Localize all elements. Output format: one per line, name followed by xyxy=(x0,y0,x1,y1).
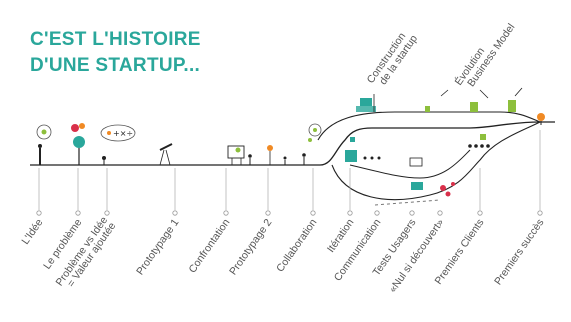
upper-branch xyxy=(317,111,541,141)
timeline-ticks xyxy=(36,130,543,216)
top-annotation: ÉvolutionBusiness Model xyxy=(452,15,518,94)
dashed-path xyxy=(374,199,441,206)
iteration-icon xyxy=(308,123,381,162)
title-line-2: D'UNE STARTUP... xyxy=(30,55,201,76)
timeline-tick-dot xyxy=(409,210,415,216)
timeline-label-line: Collaboration xyxy=(274,217,319,275)
value-bubble-icon: +×÷ xyxy=(100,124,136,165)
timeline-tick-dot xyxy=(537,210,543,216)
svg-text:+×÷: +×÷ xyxy=(113,129,133,138)
timeline-tick-dot xyxy=(172,210,178,216)
problem-icon xyxy=(71,123,85,165)
timeline-tick-dot xyxy=(36,210,42,216)
prototype-2-icon xyxy=(267,145,287,165)
timeline-label: Confrontation xyxy=(186,217,232,276)
startup-building-icon xyxy=(356,94,376,112)
timeline-label: Premiers succès xyxy=(492,217,546,287)
timeline-tick-dot xyxy=(265,210,271,216)
tests-icon xyxy=(409,157,455,197)
timeline-label-line: Prototypage 2 xyxy=(227,217,274,278)
title-line-1: C'EST L'HISTOIRE xyxy=(30,29,201,50)
business-model-icon xyxy=(425,87,523,112)
idea-icon xyxy=(36,124,52,165)
timeline-label: L'Idée xyxy=(19,217,45,247)
confrontation-board-icon xyxy=(227,145,252,165)
middle-branch xyxy=(349,149,471,179)
timeline-tick-dot xyxy=(223,210,229,216)
main-timeline xyxy=(30,121,555,166)
timeline-label: Problème vs Idée= Valeur ajoutée xyxy=(53,214,118,294)
timeline-tick-dot xyxy=(477,210,483,216)
timeline-tick-dot xyxy=(347,210,353,216)
timeline-label: Collaboration xyxy=(274,217,319,275)
top-annotation: Constructionde la startup xyxy=(365,26,421,92)
timeline-label-line: L'Idée xyxy=(19,217,45,247)
lower-branch xyxy=(331,121,541,201)
timeline-label-line: Prototypage 1 xyxy=(134,217,181,278)
timeline-tick-dot xyxy=(437,210,443,216)
timeline-tick-dot xyxy=(75,210,81,216)
clients-icon xyxy=(468,134,490,148)
collaboration-icon xyxy=(302,138,312,165)
timeline-label: Prototypage 2 xyxy=(227,217,274,278)
timeline-tick-dot xyxy=(374,210,380,216)
timeline-label: Prototypage 1 xyxy=(134,217,181,278)
timeline-label-line: Confrontation xyxy=(186,217,232,276)
success-icon xyxy=(537,113,545,125)
telescope-icon xyxy=(159,143,173,166)
top-annotations: Constructionde la startup ÉvolutionBusine… xyxy=(365,15,518,94)
timeline-label-line: Premiers succès xyxy=(492,217,546,287)
timeline-tick-dot xyxy=(104,210,110,216)
timeline-tick-dot xyxy=(310,210,316,216)
